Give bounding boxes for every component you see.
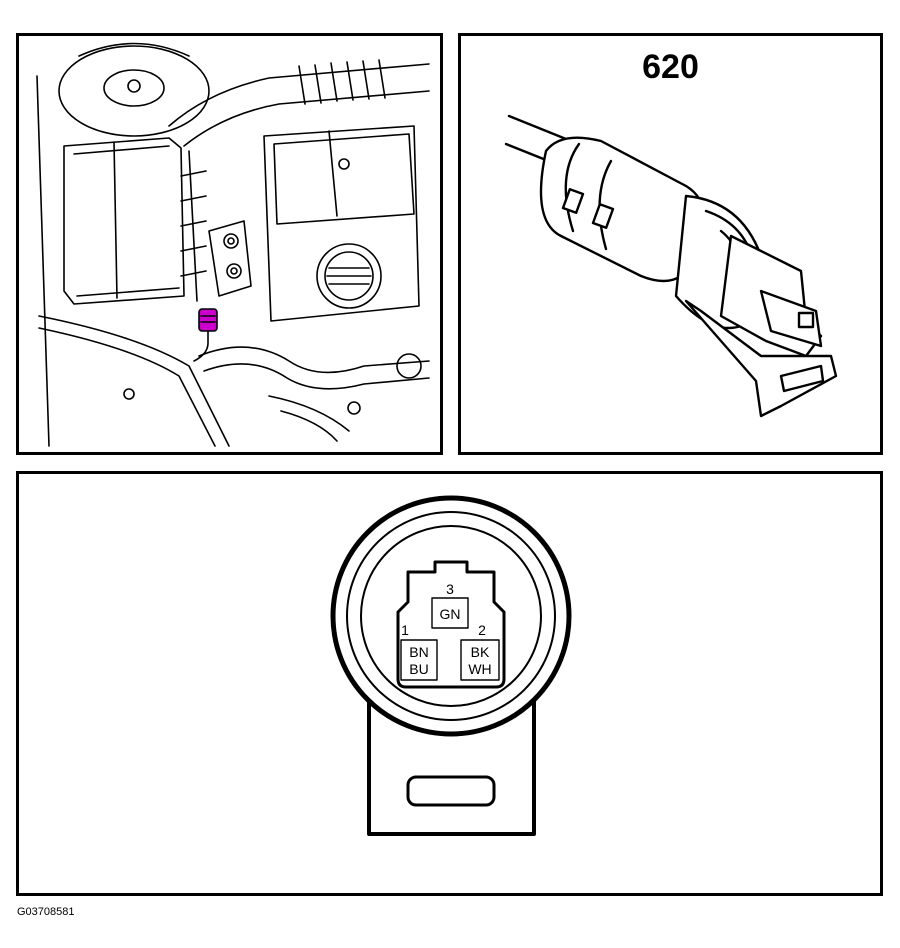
connector-face-illustration: 3 GN 1 BN BU 2 BK WH [330,495,572,836]
sensor-illustration [504,114,838,418]
figure-id: G03708581 [17,906,75,918]
pin-3-wire-color: GN [440,606,461,622]
pin-1-box [400,639,438,681]
pin-3-number: 3 [446,581,454,597]
pin-2-number: 2 [478,622,486,638]
engine-bay-illustration [36,42,430,447]
pin-2-box [460,639,500,681]
pin-2-wire-color-1: BK [471,644,490,660]
pin-3-box [431,597,469,629]
connector-panel: 3 GN 1 BN BU 2 BK WH [16,471,883,896]
sensor-panel: 620 [458,33,883,455]
sensor-location-highlight [193,308,218,362]
component-number: 620 [642,48,699,86]
pin-1-wire-color-1: BN [409,644,428,660]
pin-1-wire-color-2: BU [409,661,428,677]
pin-1-number: 1 [401,622,409,638]
pin-2-wire-color-2: WH [468,661,491,677]
engine-bay-panel [16,33,443,455]
